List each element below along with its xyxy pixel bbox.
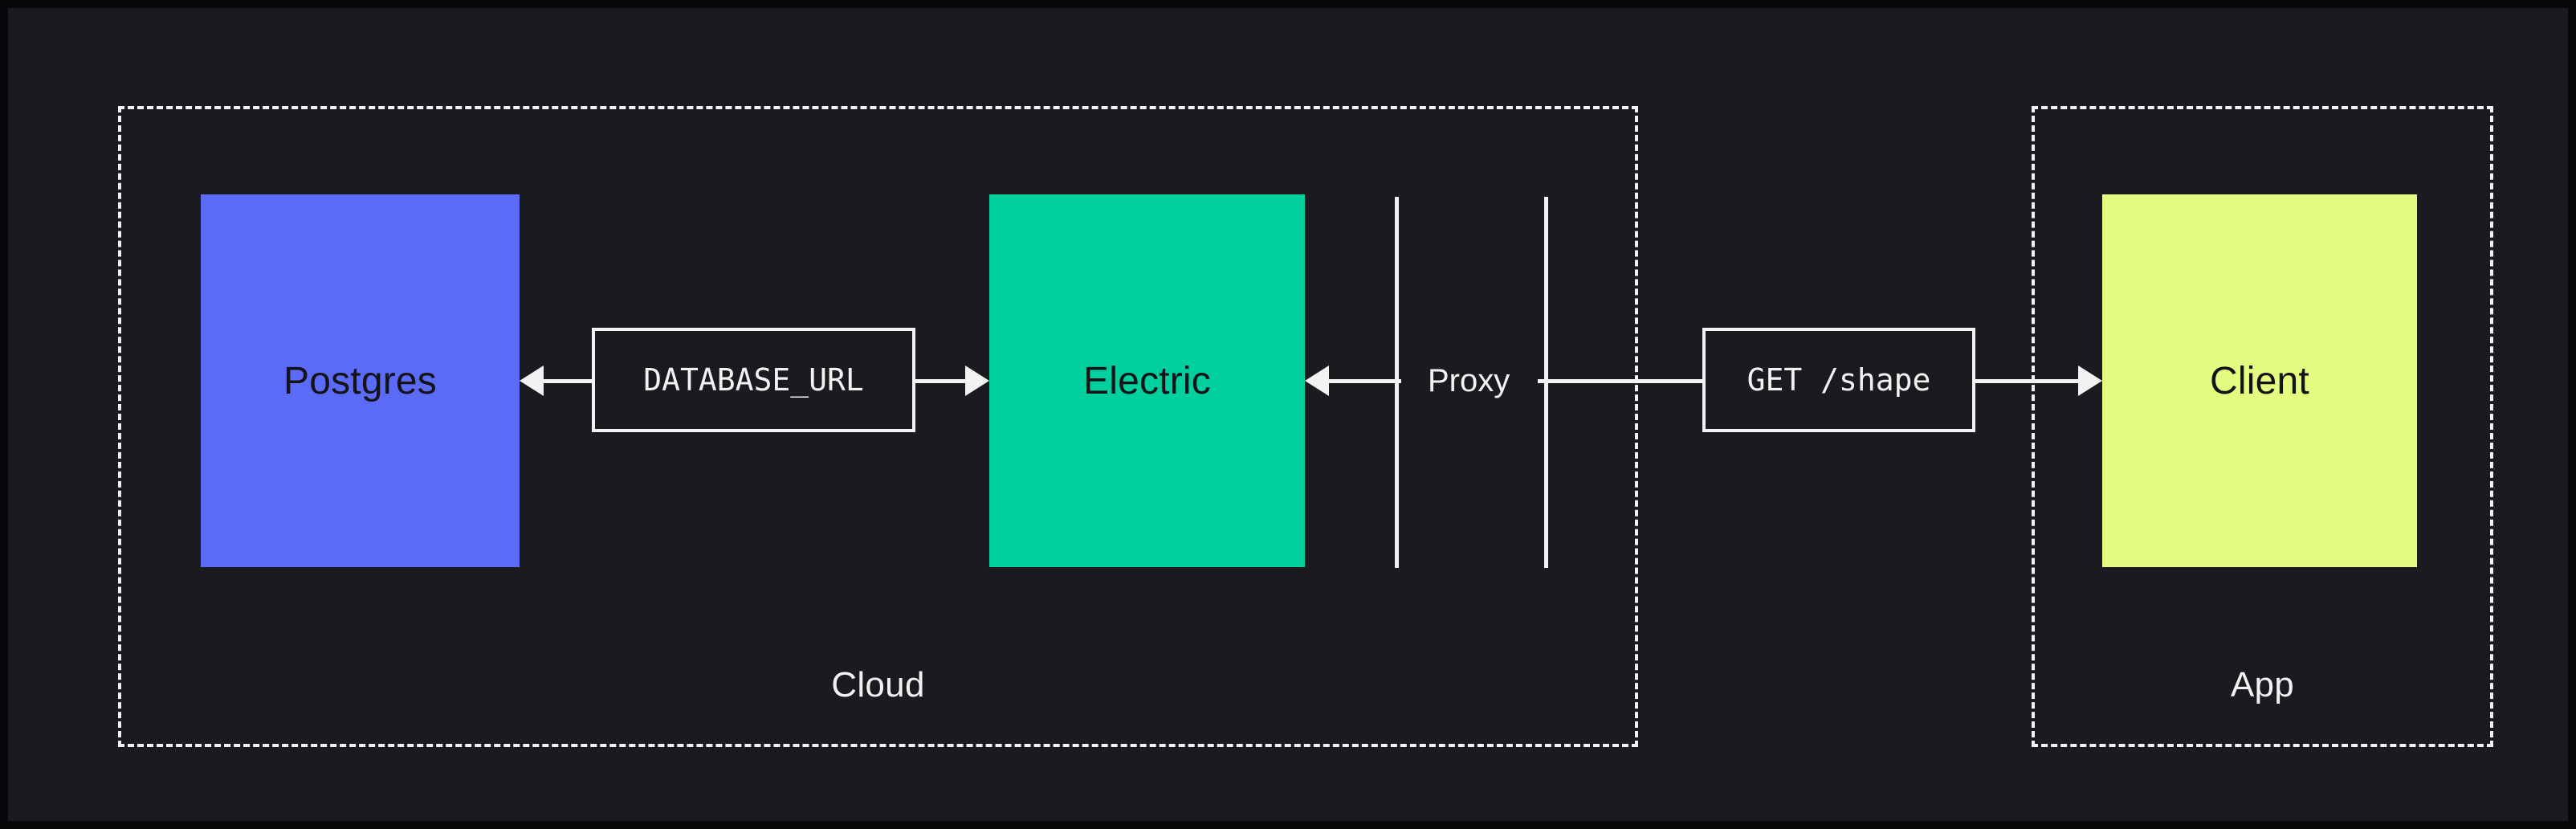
chip-get-shape[interactable]: GET /shape [1702, 328, 1975, 432]
edge-get-shape-to-client [1975, 379, 2078, 383]
arrowhead-into-electric-from-proxy [1305, 365, 1329, 396]
node-postgres[interactable]: Postgres [201, 194, 520, 567]
group-cloud: Cloud [118, 106, 1638, 747]
node-postgres-label: Postgres [283, 359, 438, 402]
edge-proxy-to-electric [1329, 379, 1401, 383]
arrowhead-into-postgres [520, 365, 544, 396]
chip-database-url[interactable]: DATABASE_URL [592, 328, 915, 432]
node-electric[interactable]: Electric [989, 194, 1305, 567]
node-client[interactable]: Client [2102, 194, 2417, 567]
group-cloud-label: Cloud [831, 665, 925, 704]
arrowhead-into-electric-from-database-url [965, 365, 989, 396]
edge-proxy-to-get-shape [1538, 379, 1702, 383]
group-app-label: App [2230, 665, 2295, 704]
proxy-boundary-line-right [1544, 197, 1548, 568]
node-client-label: Client [2210, 359, 2309, 402]
chip-get-shape-label: GET /shape [1747, 362, 1931, 398]
node-electric-label: Electric [1083, 359, 1211, 402]
proxy-boundary-line-left [1395, 197, 1399, 568]
edge-database-url-to-postgres [544, 379, 592, 383]
proxy-label: Proxy [1420, 363, 1518, 399]
edge-database-url-to-electric [915, 379, 965, 383]
arrowhead-into-client [2078, 365, 2102, 396]
chip-database-url-label: DATABASE_URL [643, 362, 864, 398]
group-app: App [2032, 106, 2493, 747]
